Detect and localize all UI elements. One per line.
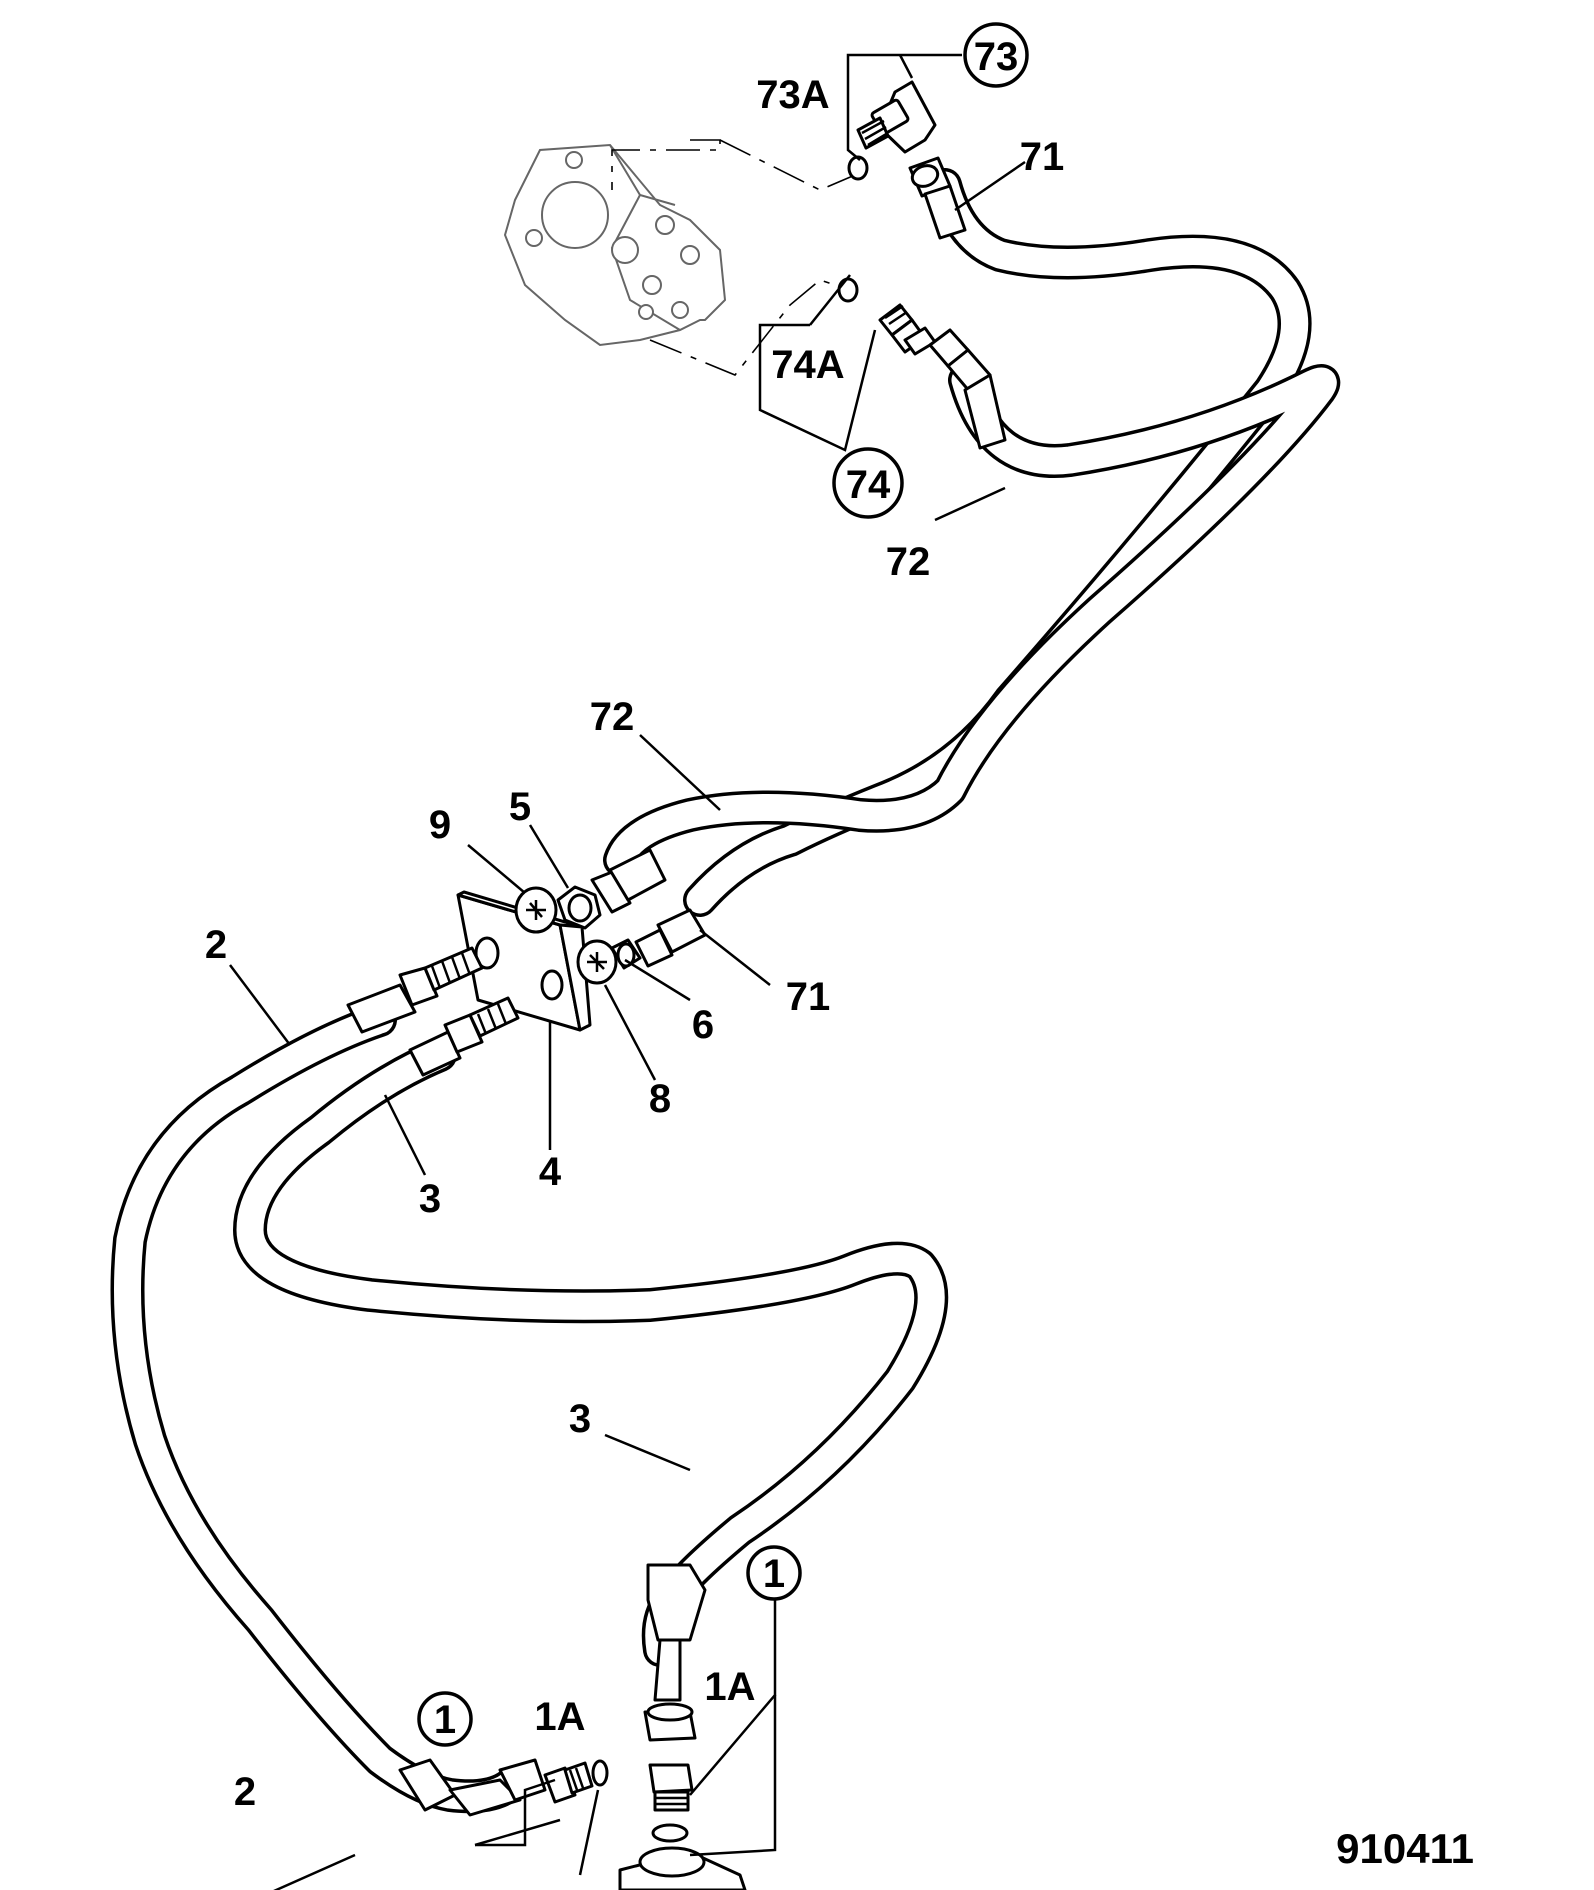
callout-72-top: 72 bbox=[886, 540, 931, 584]
hose-end-71-top bbox=[908, 156, 967, 240]
figure-number: 910411 bbox=[1336, 1825, 1474, 1872]
callout-74: 74 bbox=[832, 447, 904, 519]
callout-71-mid: 71 bbox=[786, 975, 831, 1019]
hose-3 bbox=[233, 1038, 949, 1667]
callout-3-lower: 3 bbox=[569, 1397, 591, 1441]
callout-1-right-text: 1 bbox=[763, 1552, 785, 1596]
hose-end-2-plate bbox=[346, 946, 484, 1034]
callout-1a-left: 1A bbox=[534, 1695, 585, 1739]
callout-73-text: 73 bbox=[974, 35, 1019, 79]
callout-1-left-text: 1 bbox=[434, 1698, 456, 1742]
hose-end-71-mid bbox=[634, 908, 707, 968]
callout-1-right: 1 bbox=[746, 1545, 802, 1601]
valve-block-outline bbox=[503, 143, 727, 347]
callout-71-top: 71 bbox=[1020, 135, 1065, 179]
nut-bottom-right bbox=[643, 1702, 697, 1742]
hose-end-72-top bbox=[928, 328, 1007, 450]
hose-72-top bbox=[603, 363, 1341, 877]
adapter-fitting-74 bbox=[878, 303, 937, 356]
o-ring-74a bbox=[837, 277, 859, 303]
alignment-lines bbox=[611, 139, 856, 376]
callout-4: 4 bbox=[539, 1150, 562, 1194]
hose-end-3-bottom bbox=[646, 1563, 707, 1702]
callout-73a: 73A bbox=[756, 73, 829, 117]
elbow-fitting-73 bbox=[856, 80, 937, 154]
callout-72-mid: 72 bbox=[590, 695, 635, 739]
leader-lines bbox=[229, 53, 1026, 1890]
valve-body-bottom bbox=[618, 1846, 747, 1890]
adapter-1-right bbox=[648, 1763, 694, 1812]
o-ring-73a bbox=[847, 155, 869, 181]
callout-2-top: 2 bbox=[205, 923, 227, 967]
callout-74-text: 74 bbox=[846, 463, 891, 507]
callout-1a-right: 1A bbox=[704, 1665, 755, 1709]
hose-end-72-mid bbox=[590, 848, 667, 914]
callout-73: 73 bbox=[963, 22, 1029, 88]
nut-6 bbox=[610, 938, 642, 970]
washer-8 bbox=[576, 939, 618, 985]
nut-5 bbox=[556, 885, 602, 930]
hose-end-3-plate bbox=[408, 996, 520, 1077]
o-ring-1a-right bbox=[651, 1823, 689, 1843]
o-ring-1a-left bbox=[591, 1759, 609, 1787]
callout-5: 5 bbox=[509, 785, 531, 829]
washer-9 bbox=[514, 886, 558, 934]
callout-74a: 74A bbox=[771, 343, 844, 387]
adapter-1-left bbox=[543, 1761, 594, 1804]
callout-9: 9 bbox=[429, 803, 451, 847]
callout-6: 6 bbox=[692, 1003, 714, 1047]
callout-3-upper: 3 bbox=[419, 1177, 441, 1221]
callout-2-bottom: 2 bbox=[234, 1770, 256, 1814]
callout-8: 8 bbox=[649, 1077, 671, 1121]
callout-1-left: 1 bbox=[417, 1691, 473, 1747]
hose-end-2-bottom bbox=[398, 1758, 547, 1817]
